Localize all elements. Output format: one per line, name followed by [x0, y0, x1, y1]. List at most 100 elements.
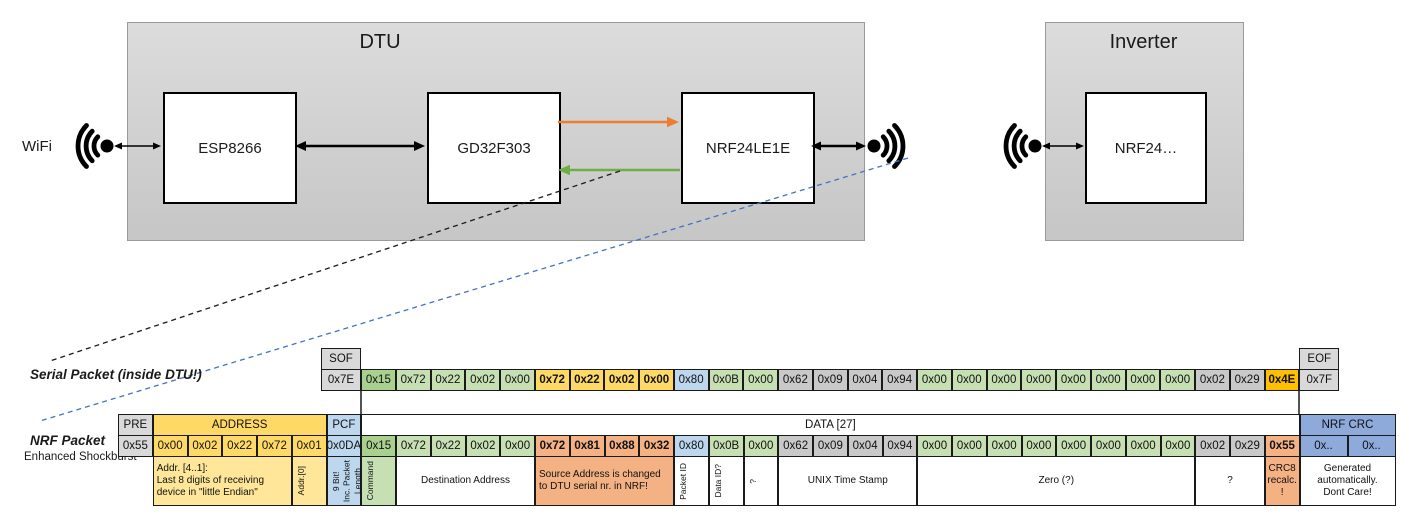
vertical-annotation-text: Addr.[0] — [295, 466, 306, 496]
byte-cell: 0x0B — [708, 435, 744, 457]
byte-cell: 0x00 — [1160, 369, 1195, 391]
byte-cell: 0x0DA — [326, 435, 362, 457]
inverter-title: Inverter — [1109, 31, 1178, 53]
wifi-signal-icon — [75, 123, 114, 169]
byte-cell: 0x94 — [882, 369, 917, 391]
byte-cell: 0x.. — [1299, 435, 1348, 457]
vertical-annotation-text: Command — [365, 461, 376, 501]
byte-cell: 0x00 — [1056, 435, 1091, 457]
gd32f303-label: GD32F303 — [457, 139, 531, 157]
byte-cell: 0x00 — [500, 435, 535, 457]
byte-cell: 0x02 — [465, 435, 501, 457]
byte-cell: 0x00 — [917, 369, 952, 391]
byte-cell: 0x15 — [361, 435, 396, 457]
header-cell: DATA [27] — [361, 414, 1300, 436]
byte-cell: 0x72 — [534, 369, 570, 391]
annotation-cell: Generated automatically. Dont Care! — [1299, 456, 1396, 506]
byte-cell: 0x02 — [465, 369, 500, 391]
byte-cell: 0x29 — [1229, 369, 1265, 391]
byte-cell: 0x29 — [1230, 435, 1265, 457]
byte-cell: 0x.. — [1347, 435, 1396, 457]
byte-cell: 0x00 — [1021, 435, 1057, 457]
byte-cell: 0x72 — [396, 435, 431, 457]
byte-cell: 0x15 — [361, 369, 396, 391]
esp8266-label: ESP8266 — [198, 139, 262, 157]
byte-cell: 0x00 — [1125, 435, 1161, 457]
inverter-nrf24-box: NRF24… — [1085, 92, 1207, 204]
annotation-cell: Addr. [4..1]: Last 8 digits of receiving… — [152, 456, 292, 506]
vertical-annotation-text: Packet ID — [678, 462, 688, 500]
vertical-annotation-text: ? — [747, 478, 758, 484]
enhanced-shockburst-label: Enhanced Shockburst — [24, 451, 137, 463]
annotation-cell: ? — [743, 456, 779, 506]
byte-cell: 0x72 — [535, 435, 570, 457]
header-cell: EOF — [1299, 348, 1340, 370]
annotation-cell: Addr.[0] — [291, 456, 327, 506]
annotation-cell: Destination Address — [396, 456, 535, 506]
byte-cell: 0x09 — [813, 435, 848, 457]
byte-cell: 0x81 — [569, 435, 605, 457]
vertical-annotation-text: Data ID? — [712, 464, 723, 498]
nrf-packet-label: NRF Packet — [30, 433, 106, 448]
byte-cell: 0x80 — [673, 369, 709, 391]
header-cell: PCF — [326, 414, 362, 436]
byte-cell: 0x7E — [321, 369, 361, 391]
radio-signal-icon-dtu — [867, 123, 906, 169]
annotation-cell: ? — [1195, 456, 1265, 506]
byte-cell: 0x00 — [952, 435, 987, 457]
byte-cell: 0x00 — [743, 369, 778, 391]
annotation-cell: Command — [361, 456, 396, 506]
annotation-cell: Packet ID — [674, 456, 709, 506]
nrf24le1e-box: NRF24LE1E — [681, 92, 815, 204]
byte-cell: 0x04 — [847, 435, 883, 457]
byte-cell: 0x80 — [674, 435, 709, 457]
annotation-cell: Data ID? — [708, 456, 744, 506]
byte-cell: 0x02 — [1195, 435, 1230, 457]
byte-cell: 0x00 — [500, 369, 535, 391]
byte-cell: 0x55 — [118, 435, 153, 457]
nrf-packet-annotation-row: Addr. [4..1]: Last 8 digits of receiving… — [118, 456, 1396, 506]
annotation-cell: CRC8 recalc. ! — [1264, 456, 1300, 506]
byte-cell: 0x00 — [951, 369, 987, 391]
byte-cell: 0x00 — [986, 435, 1022, 457]
byte-cell: 0x22 — [222, 435, 257, 457]
byte-cell: 0x22 — [430, 369, 466, 391]
byte-cell: 0x72 — [257, 435, 292, 457]
spacer-cell — [361, 348, 1299, 370]
radio-signal-icon-inverter — [1003, 123, 1042, 169]
byte-cell: 0x00 — [1021, 369, 1056, 391]
byte-cell: 0x09 — [812, 369, 848, 391]
byte-cell: 0x01 — [291, 435, 327, 457]
annotation-cell: UNIX Time Stamp — [778, 456, 918, 506]
dtu-title: DTU — [359, 31, 401, 53]
byte-cell: 0x72 — [395, 369, 431, 391]
byte-cell: 0x62 — [778, 435, 813, 457]
serial-packet-label: Serial Packet (inside DTU!) — [30, 367, 202, 382]
header-cell: ADDRESS — [152, 414, 327, 436]
byte-cell: 0x62 — [778, 369, 813, 391]
byte-cell: 0x00 — [1160, 435, 1196, 457]
byte-cell: 0x22 — [569, 369, 605, 391]
esp8266-box: ESP8266 — [163, 92, 297, 204]
byte-cell: 0x00 — [639, 369, 674, 391]
annotation-cell: 9 Bit! Inc. Packet Length — [326, 456, 362, 506]
header-cell: NRF CRC — [1299, 414, 1396, 436]
byte-cell: 0x55 — [1264, 435, 1300, 457]
spacer-cell — [118, 456, 153, 506]
gd32f303-box: GD32F303 — [427, 92, 561, 204]
annotation-cell: Zero (?) — [917, 456, 1196, 506]
byte-cell: 0x02 — [1195, 369, 1230, 391]
byte-cell: 0x0B — [708, 369, 744, 391]
byte-cell: 0x00 — [1090, 369, 1126, 391]
byte-cell: 0x04 — [847, 369, 883, 391]
nrf24le1e-label: NRF24LE1E — [705, 139, 791, 157]
byte-cell: 0x00 — [743, 435, 779, 457]
byte-cell: 0x7F — [1299, 369, 1340, 391]
byte-cell: 0x02 — [187, 435, 223, 457]
header-cell: PRE — [118, 414, 153, 436]
annotation-cell: Source Address is changed to DTU serial … — [535, 456, 674, 506]
